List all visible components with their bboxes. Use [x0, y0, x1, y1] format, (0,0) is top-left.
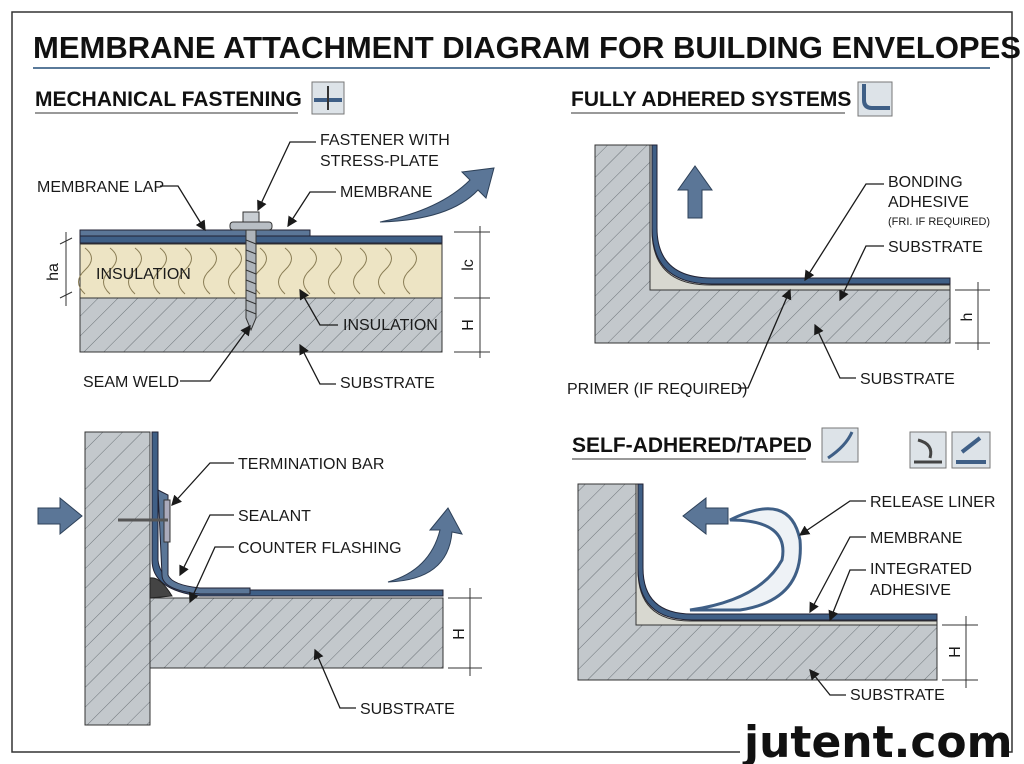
curved-arrow-icon-2 — [387, 507, 463, 583]
left-arrow-icon — [682, 496, 729, 536]
label-insulation-right: INSULATION — [343, 317, 438, 334]
stress-plate — [229, 221, 273, 231]
label-substrate-2: SUBSTRATE — [860, 371, 955, 388]
label-termination-bar: TERMINATION BAR — [238, 456, 384, 473]
dim-H-3: H — [947, 646, 964, 658]
self-adhered-detail — [577, 483, 938, 681]
dim-ha: ha — [45, 263, 62, 281]
label-fastener-1: FASTENER WITH — [320, 132, 450, 149]
curved-arrow-icon — [379, 167, 495, 223]
heading-mechanical: MECHANICAL FASTENING — [35, 88, 302, 111]
label-bonding-2: ADHESIVE — [888, 194, 969, 211]
adhered-thumbnail-icon — [857, 81, 893, 117]
fastener-thumbnail-icon — [311, 81, 345, 115]
heading-self-adhered: SELF-ADHERED/TAPED — [572, 434, 812, 457]
label-membrane-2: MEMBRANE — [870, 530, 962, 547]
label-substrate-3: SUBSTRATE — [360, 701, 455, 718]
fastener-screw — [245, 229, 257, 332]
up-arrow-icon — [677, 165, 713, 219]
membrane-lap — [79, 229, 311, 237]
label-membrane-lap: MEMBRANE LAP — [37, 179, 164, 196]
self-adhered-thumbnail-icon — [821, 427, 859, 463]
label-integrated-1: INTEGRATED — [870, 561, 972, 578]
label-insulation-left: INSULATION — [96, 266, 191, 283]
dim-lc: lc — [460, 259, 477, 271]
label-membrane: MEMBRANE — [340, 184, 432, 201]
frame — [11, 11, 1013, 753]
label-substrate-top: SUBSTRATE — [888, 239, 983, 256]
apply-icon — [951, 431, 991, 469]
dim-h: h — [959, 313, 976, 322]
termination-detail — [84, 431, 444, 726]
label-bonding-1: BONDING — [888, 174, 963, 191]
label-fastener-2: STRESS-PLATE — [320, 153, 439, 170]
label-substrate-1: SUBSTRATE — [340, 375, 435, 392]
label-primer: PRIMER (IF REQUIRED) — [567, 381, 747, 398]
dim-H-2: H — [451, 628, 468, 640]
label-seam-weld: SEAM WELD — [83, 374, 179, 391]
label-release-liner: RELEASE LINER — [870, 494, 995, 511]
mechanical-fastening-detail — [78, 211, 443, 353]
release-liner — [689, 507, 802, 612]
dimension-lines — [59, 226, 490, 358]
fully-adhered-detail — [594, 144, 951, 344]
label-integrated-2: ADHESIVE — [870, 582, 951, 599]
label-substrate-4: SUBSTRATE — [850, 687, 945, 704]
membrane-layer — [79, 235, 443, 244]
label-counter-flashing: COUNTER FLASHING — [238, 540, 402, 557]
watermark: jutent.com — [742, 717, 1013, 764]
page-title: MEMBRANE ATTACHMENT DIAGRAM FOR BUILDING… — [33, 30, 1021, 65]
heading-adhered: FULLY ADHERED SYSTEMS — [571, 88, 851, 111]
dim-H-1: H — [460, 319, 477, 331]
peel-icon — [909, 431, 947, 469]
label-bonding-3: (FRI. IF REQUIRED) — [888, 216, 990, 228]
right-arrow-icon — [37, 496, 83, 536]
label-sealant: SEALANT — [238, 508, 311, 525]
